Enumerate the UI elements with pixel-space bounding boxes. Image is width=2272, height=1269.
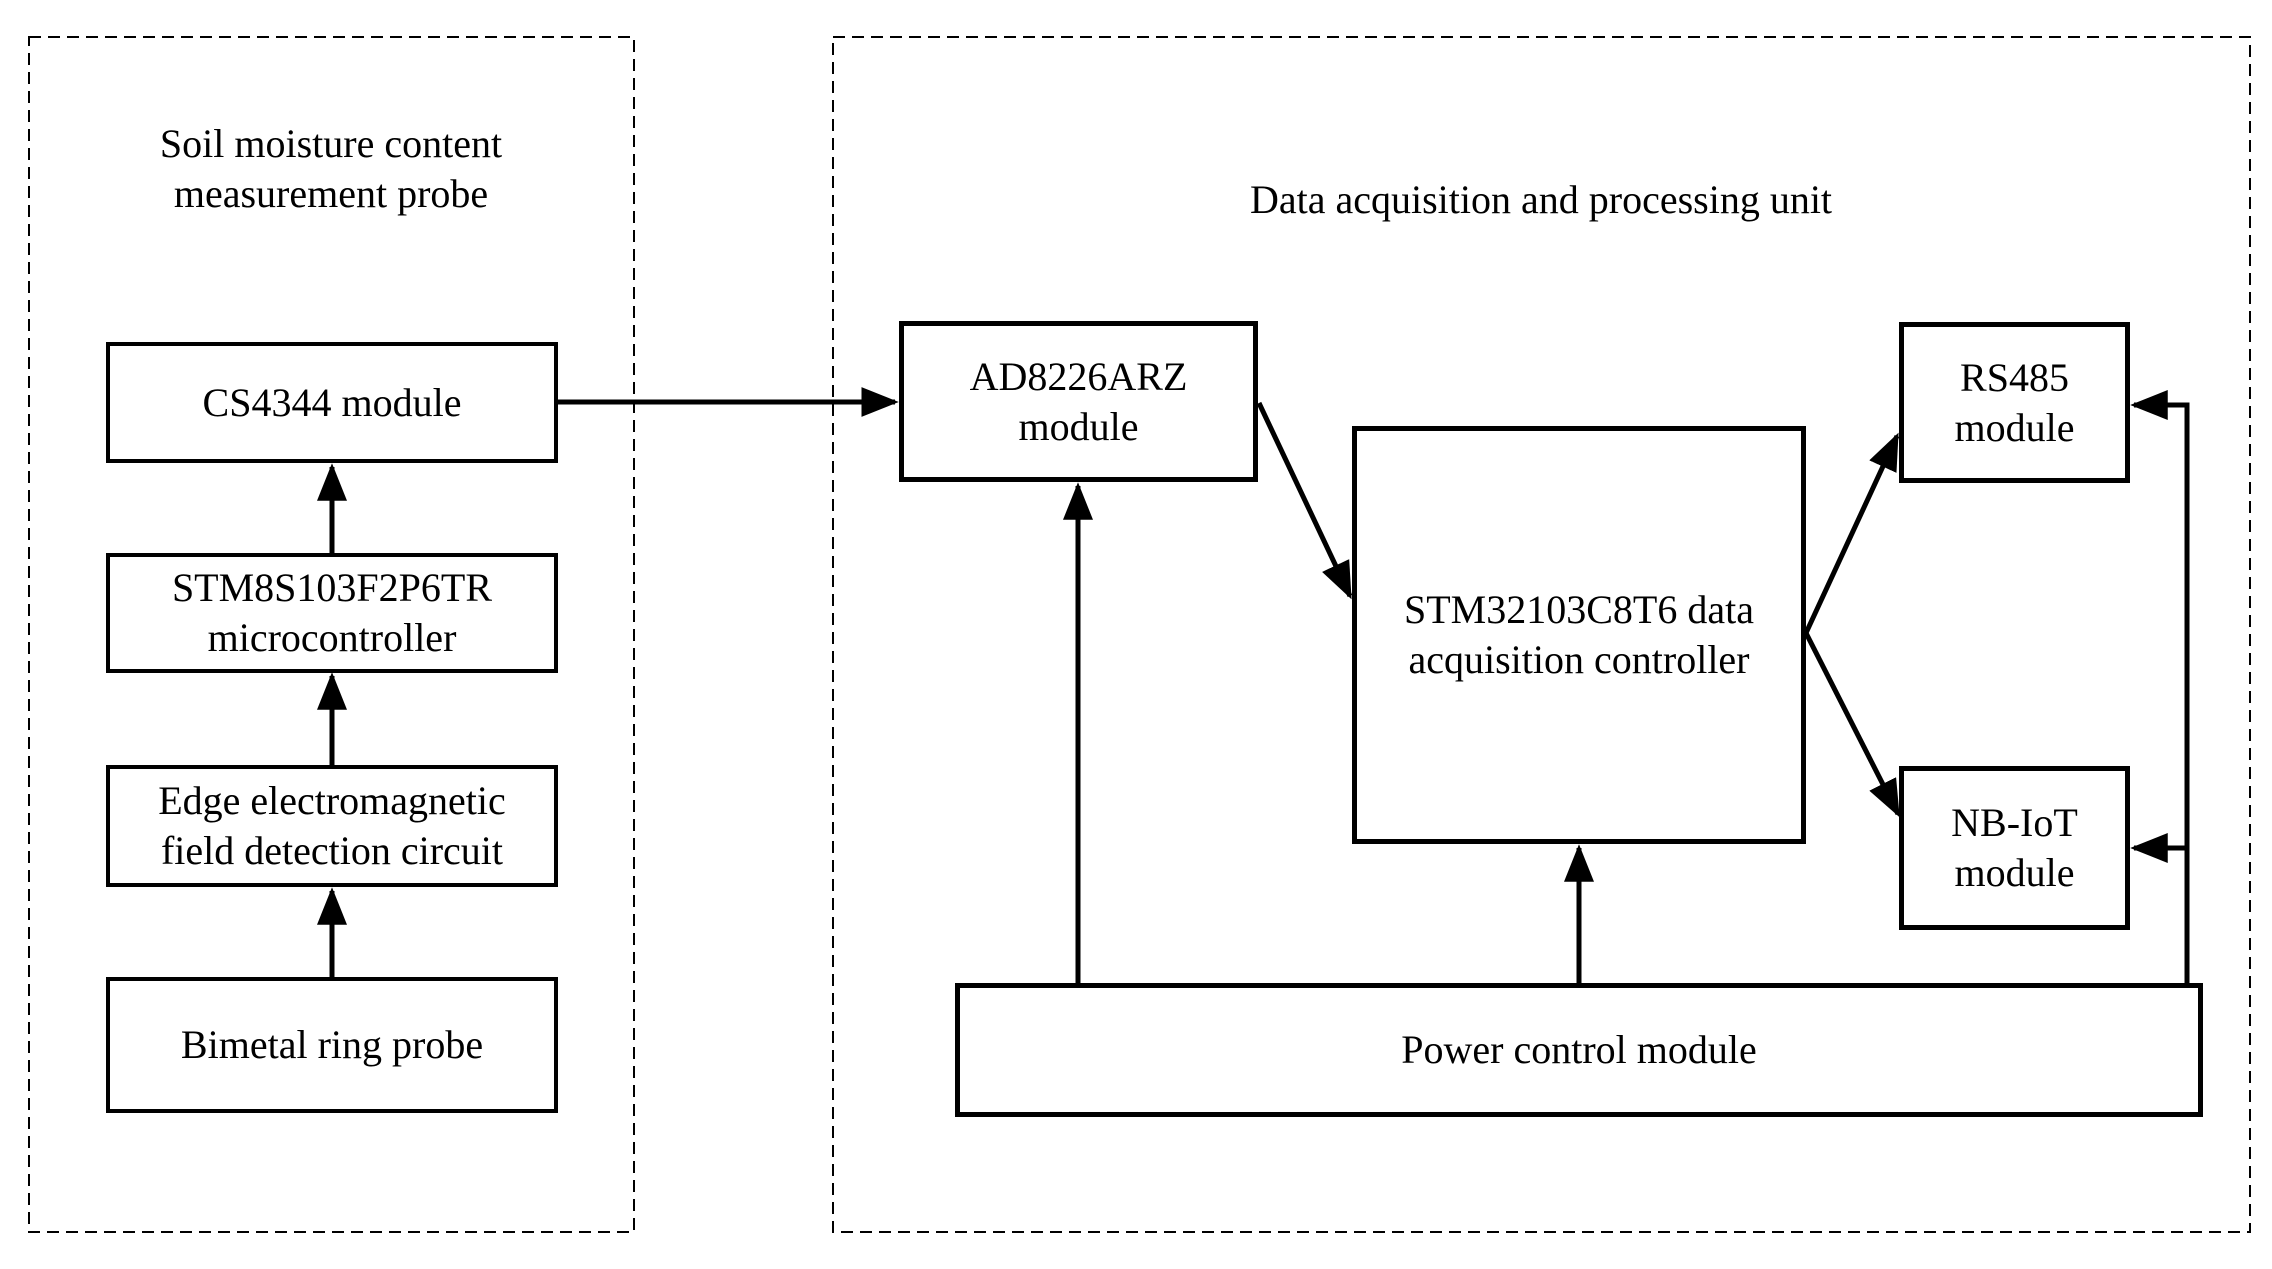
probe-panel-title: Soil moisture content measurement probe <box>159 121 503 216</box>
node-label: Bimetal ring probe <box>180 1022 484 1067</box>
arrow-stm32-to-nbiot <box>1803 631 1901 818</box>
dau-panel-title: Data acquisition and processing unit <box>1249 177 1833 222</box>
node-label: RS485 module <box>1954 354 2075 450</box>
node-label: AD8226ARZ module <box>969 353 1188 449</box>
dau-panel-boundary <box>832 36 2251 1233</box>
node-stm8s-microcontroller: STM8S103F2P6TR microcontroller <box>106 553 558 673</box>
node-bimetal-ring-probe: Bimetal ring probe <box>106 977 558 1113</box>
arrow-power-to-rs485 <box>2130 390 2190 983</box>
node-edge-field-detection-circuit: Edge electromagnetic field detection cir… <box>106 765 558 887</box>
node-label: STM8S103F2P6TR microcontroller <box>171 565 493 660</box>
node-label: NB-IoT module <box>1951 800 2078 895</box>
node-cs4344-module: CS4344 module <box>106 342 558 463</box>
node-label: Edge electromagnetic field detection cir… <box>158 778 506 873</box>
node-label: CS4344 module <box>202 379 462 425</box>
node-label: Power control module <box>1401 1027 1757 1072</box>
arrow-ad8226-to-stm32 <box>1256 401 1353 600</box>
node-stm32-controller: STM32103C8T6 data acquisition controller <box>1352 426 1806 844</box>
arrow-stm32-to-rs485 <box>1803 432 1900 635</box>
node-nbiot-module: NB-IoT module <box>1899 766 2130 930</box>
node-label: STM32103C8T6 data acquisition controller <box>1404 587 1754 682</box>
probe-panel-boundary <box>28 36 635 1233</box>
node-ad8226-module: AD8226ARZ module <box>899 321 1258 482</box>
node-power-control-module: Power control module <box>955 983 2203 1117</box>
node-rs485-module: RS485 module <box>1899 322 2130 483</box>
